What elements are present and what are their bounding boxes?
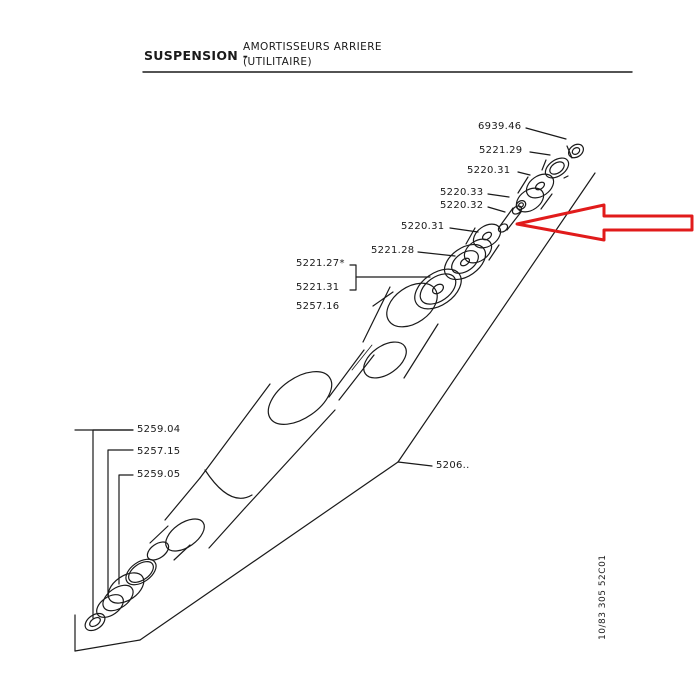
part-label-5220-33: 5220.33 <box>440 187 484 198</box>
part-label-5257-15: 5257.15 <box>137 446 181 457</box>
part-label-5259-04: 5259.04 <box>137 424 181 435</box>
part-label-5206: 5206.. <box>436 460 470 471</box>
highlight-arrow <box>515 203 694 242</box>
header-subtitle-line2: (UTILITAIRE) <box>243 56 312 68</box>
part-label-5259-05: 5259.05 <box>137 469 181 480</box>
part-label-5220-31-top: 5220.31 <box>467 165 511 176</box>
part-label-6939-46: 6939.46 <box>478 121 522 132</box>
header-title: SUSPENSION - <box>144 48 249 63</box>
assembly-boundary-right <box>139 172 596 641</box>
reference-code: 10/83 305 52C01 <box>598 554 608 640</box>
part-label-5221-27: 5221.27* <box>296 258 345 269</box>
part-label-5257-16: 5257.16 <box>296 301 340 312</box>
header-subtitle-line1: AMORTISSEURS ARRIERE <box>243 41 382 53</box>
part-label-5221-29: 5221.29 <box>479 145 523 156</box>
part-label-5220-31-mid: 5220.31 <box>401 221 445 232</box>
part-label-5221-28: 5221.28 <box>371 245 415 256</box>
part-label-5220-32: 5220.32 <box>440 200 484 211</box>
part-label-5221-31: 5221.31 <box>296 282 340 293</box>
assembly-boundary-bottom <box>74 639 141 652</box>
